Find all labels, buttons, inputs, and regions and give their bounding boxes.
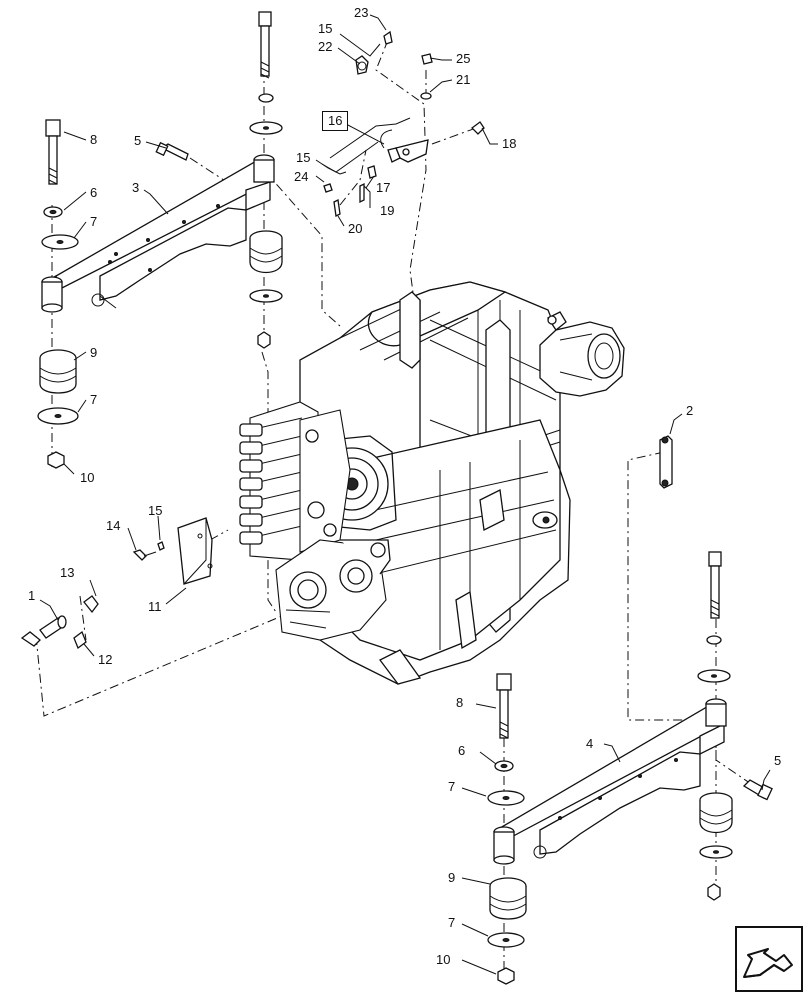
callout-10[interactable]: 10 bbox=[80, 470, 95, 485]
transmission-housing bbox=[239, 281, 625, 685]
callout-22[interactable]: 22 bbox=[318, 39, 333, 54]
callout-16[interactable]: 16 bbox=[322, 111, 349, 131]
callout-19[interactable]: 19 bbox=[380, 203, 395, 218]
callout-1[interactable]: 1 bbox=[28, 588, 36, 603]
callout-15[interactable]: 15 bbox=[318, 21, 333, 36]
callout-10[interactable]: 10 bbox=[436, 952, 451, 967]
callout-11[interactable]: 11 bbox=[148, 599, 162, 614]
callout-8[interactable]: 8 bbox=[456, 695, 464, 710]
callout-8[interactable]: 8 bbox=[90, 132, 98, 147]
callout-4[interactable]: 4 bbox=[586, 736, 594, 751]
left-fastener-stack bbox=[37, 11, 283, 469]
callout-9[interactable]: 9 bbox=[448, 870, 456, 885]
callout-7[interactable]: 7 bbox=[448, 915, 456, 930]
mount-bracket-left bbox=[41, 154, 275, 313]
callout-25[interactable]: 25 bbox=[456, 51, 471, 66]
callout-23[interactable]: 23 bbox=[354, 5, 369, 20]
navigation-arrow-icon[interactable] bbox=[734, 925, 804, 993]
callout-7[interactable]: 7 bbox=[90, 392, 98, 407]
callout-7[interactable]: 7 bbox=[448, 779, 456, 794]
mount-bracket-right bbox=[493, 698, 727, 865]
callout-7[interactable]: 7 bbox=[90, 214, 98, 229]
callout-13[interactable]: 13 bbox=[60, 565, 75, 580]
callout-24[interactable]: 24 bbox=[294, 169, 309, 184]
callout-15[interactable]: 15 bbox=[148, 503, 163, 518]
callout-14[interactable]: 14 bbox=[106, 518, 121, 533]
callout-20[interactable]: 20 bbox=[348, 221, 363, 236]
sensor-bracket-parts bbox=[321, 30, 485, 217]
callout-5[interactable]: 5 bbox=[774, 753, 782, 768]
callout-leaders bbox=[39, 14, 771, 975]
callout-18[interactable]: 18 bbox=[502, 136, 517, 151]
lower-left-parts bbox=[20, 517, 213, 650]
callout-9[interactable]: 9 bbox=[90, 345, 98, 360]
callout-5[interactable]: 5 bbox=[134, 133, 142, 148]
callout-2[interactable]: 2 bbox=[686, 403, 694, 418]
callout-6[interactable]: 6 bbox=[90, 185, 98, 200]
callout-12[interactable]: 12 bbox=[98, 652, 113, 667]
right-fastener-stack bbox=[487, 551, 773, 985]
right-plate-parts bbox=[659, 435, 673, 489]
callout-6[interactable]: 6 bbox=[458, 743, 466, 758]
callout-17[interactable]: 17 bbox=[376, 180, 391, 195]
callout-3[interactable]: 3 bbox=[132, 180, 140, 195]
callout-15[interactable]: 15 bbox=[296, 150, 311, 165]
callout-21[interactable]: 21 bbox=[456, 72, 471, 87]
navigation-arrow-glyph bbox=[735, 926, 803, 992]
